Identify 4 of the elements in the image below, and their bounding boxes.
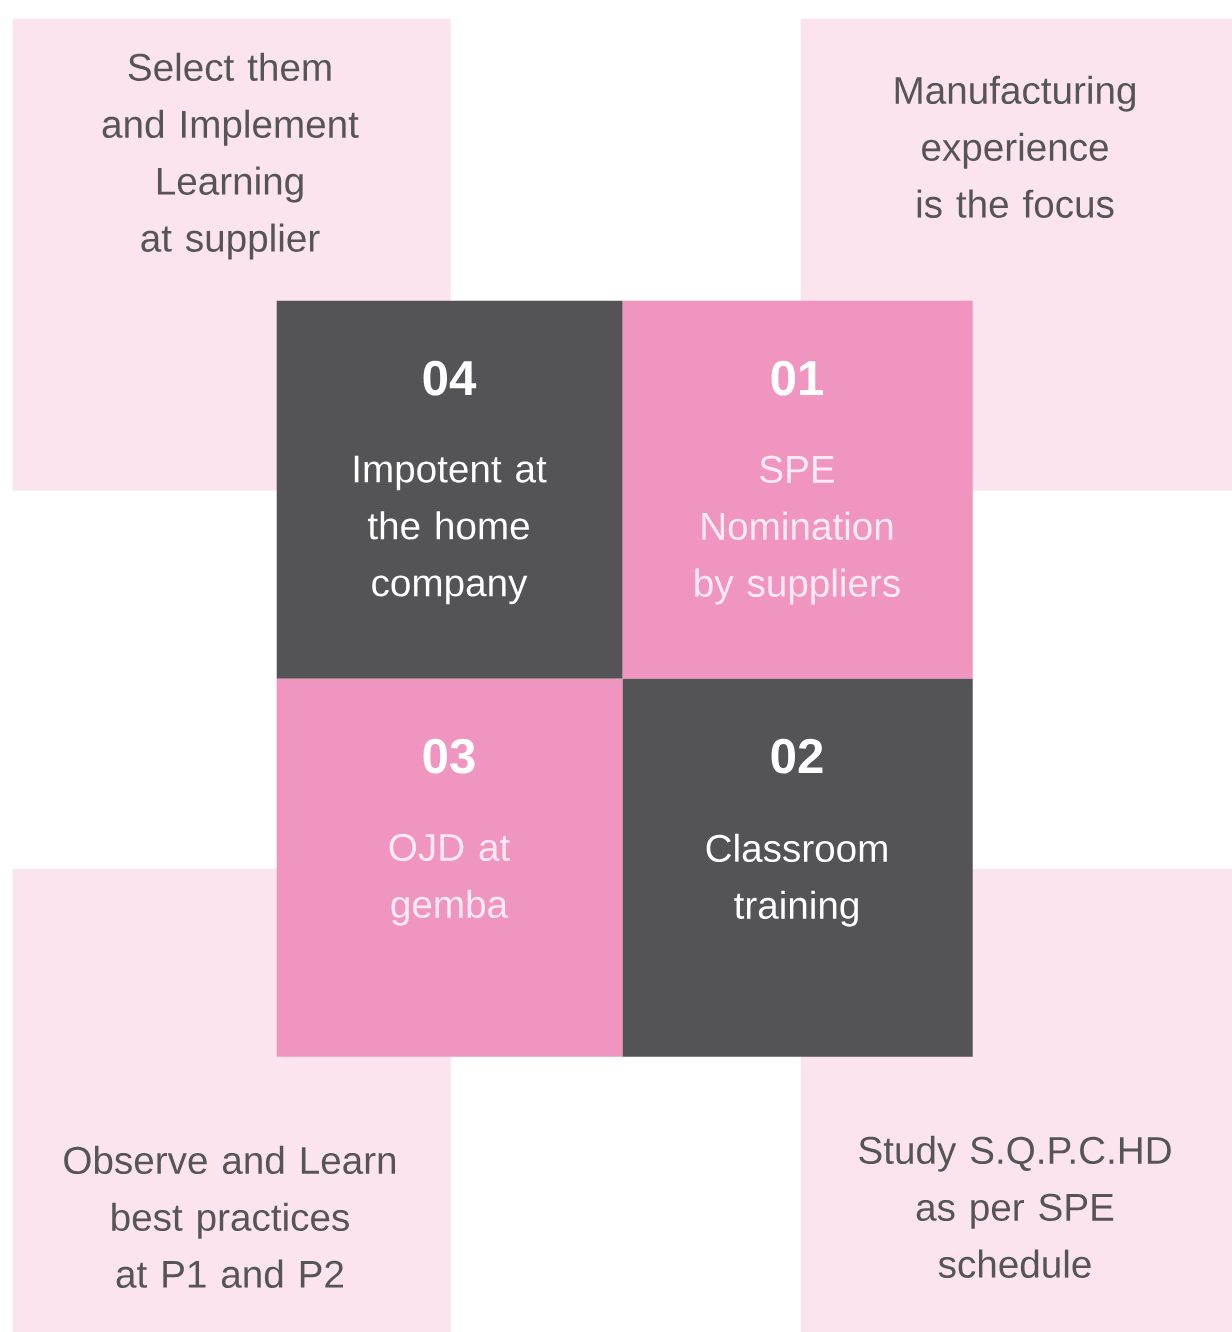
step-tile: 04 Impotent at the home company	[276, 300, 623, 679]
step-tile: 03 OJD at gemba	[276, 678, 623, 1057]
step-tile: 02 Classroom training	[622, 678, 973, 1057]
step-tile: 01 SPE Nomination by suppliers	[622, 300, 973, 679]
